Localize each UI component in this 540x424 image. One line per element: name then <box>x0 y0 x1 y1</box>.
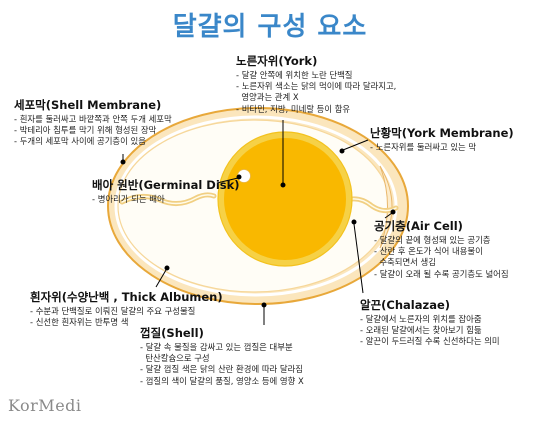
leader-germinal-disk-dot <box>236 174 242 180</box>
leader-germinal-disk <box>216 177 239 184</box>
leader-shell-membrane-dot <box>120 159 126 165</box>
label-shell-item: 달걀 속 물질을 감싸고 있는 껍질은 대부분 <box>140 342 304 353</box>
label-air-cell: 공기층(Air Cell) 달걀의 끝에 형성돼 있는 공기층 산란 후 온도가… <box>374 218 509 280</box>
leader-chalazae-dot <box>351 219 357 225</box>
label-air-cell-item: 산란 후 온도가 식어 내용물이 <box>374 246 509 257</box>
label-shell-title: 껍질(Shell) <box>140 326 204 340</box>
label-chalazae-item: 알끈이 두드러질 수록 신선하다는 의미 <box>360 336 500 347</box>
label-york-membrane-title: 난황막(York Membrane) <box>370 126 514 140</box>
label-chalazae-title: 알끈(Chalazae) <box>360 298 451 312</box>
leader-air-cell-dot <box>390 209 396 215</box>
label-chalazae-item: 오래된 달걀에서는 찾아보기 힘듦 <box>360 325 500 336</box>
leader-albumen-dot <box>164 265 170 271</box>
label-air-cell-item: 달걀이 오래 될 수록 공기층도 넓어짐 <box>374 269 509 280</box>
leader-albumen <box>155 269 167 288</box>
leader-york-membrane <box>342 139 369 151</box>
label-york: 노른자위(York) 달걀 안쪽에 위치한 노란 단백질 노른자위 색소는 닭의… <box>236 53 396 115</box>
leader-chalazae <box>353 223 364 294</box>
label-albumen-item: 신선한 흰자위는 반투명 색 <box>30 317 223 328</box>
label-york-title: 노른자위(York) <box>236 54 318 68</box>
label-york-item: 영양과는 관계 X <box>241 92 299 103</box>
label-air-cell-title: 공기층(Air Cell) <box>374 219 463 233</box>
label-albumen: 흰자위(수양난백 , Thick Albumen) 수분과 단백질로 이뤄진 달… <box>30 289 223 328</box>
label-shell-membrane-item: 흰자를 둘러싸고 바깥쪽과 안쪽 두개 세포막 <box>14 114 172 125</box>
label-york-membrane-item: 노른자위를 둘러싸고 있는 막 <box>370 142 514 153</box>
label-germinal-disk: 배아 원반(Germinal Disk) 병아리가 되는 배아 <box>92 177 240 205</box>
label-shell-item: 탄산칼슘으로 구성 <box>145 353 210 364</box>
label-shell: 껍질(Shell) 달걀 속 물질을 감싸고 있는 껍질은 대부분 탄산칼슘으로… <box>140 325 304 387</box>
label-shell-membrane-title: 세포막(Shell Membrane) <box>14 98 162 112</box>
kormedi-logo: KorMedi <box>8 396 82 415</box>
label-shell-item: 달걀 껍질 색은 닭의 산란 환경에 따라 달라짐 <box>140 364 304 375</box>
yolk <box>224 138 346 260</box>
leader-york-dot <box>280 182 286 188</box>
label-air-cell-item: 달걀의 끝에 형성돼 있는 공기층 <box>374 235 509 246</box>
leader-shell-dot <box>261 302 267 308</box>
label-york-item: 노른자위 색소는 닭의 먹이에 따라 달라지고, <box>236 81 397 92</box>
label-albumen-title: 흰자위(수양난백 , Thick Albumen) <box>30 290 223 304</box>
label-albumen-item: 수분과 단백질로 이뤄진 달걀의 주요 구성물질 <box>30 306 223 317</box>
leader-air-cell <box>384 212 393 219</box>
label-air-cell-item: 수축되면서 생김 <box>379 257 436 268</box>
label-shell-membrane-item: 박테리아 침투를 막기 위해 형성된 장막 <box>14 125 172 136</box>
label-york-item: 달걀 안쪽에 위치한 노란 단백질 <box>236 70 396 81</box>
label-shell-membrane: 세포막(Shell Membrane) 흰자를 둘러싸고 바깥쪽과 안쪽 두개 … <box>14 97 172 148</box>
label-shell-membrane-item: 두개의 세포막 사이에 공기층이 있음 <box>14 136 172 147</box>
chalaza-right-inner <box>345 198 397 212</box>
label-york-membrane: 난황막(York Membrane) 노른자위를 둘러싸고 있는 막 <box>370 125 514 153</box>
leader-york-membrane-dot <box>339 148 345 154</box>
label-germinal-disk-item: 병아리가 되는 배아 <box>92 194 240 205</box>
page-title: 달걀의 구성 요소 <box>172 12 368 42</box>
label-chalazae-item: 달걀에서 노른자의 위치를 잡아줌 <box>360 314 500 325</box>
label-york-item: 비타민, 지방, 미네랄 등이 함유 <box>236 104 396 115</box>
label-chalazae: 알끈(Chalazae) 달걀에서 노른자의 위치를 잡아줌 오래된 달걀에서는… <box>360 297 500 348</box>
label-shell-item: 껍질의 색이 달걀의 품질, 영양소 등에 영향 X <box>140 376 304 387</box>
label-germinal-disk-title: 배아 원반(Germinal Disk) <box>92 178 240 192</box>
